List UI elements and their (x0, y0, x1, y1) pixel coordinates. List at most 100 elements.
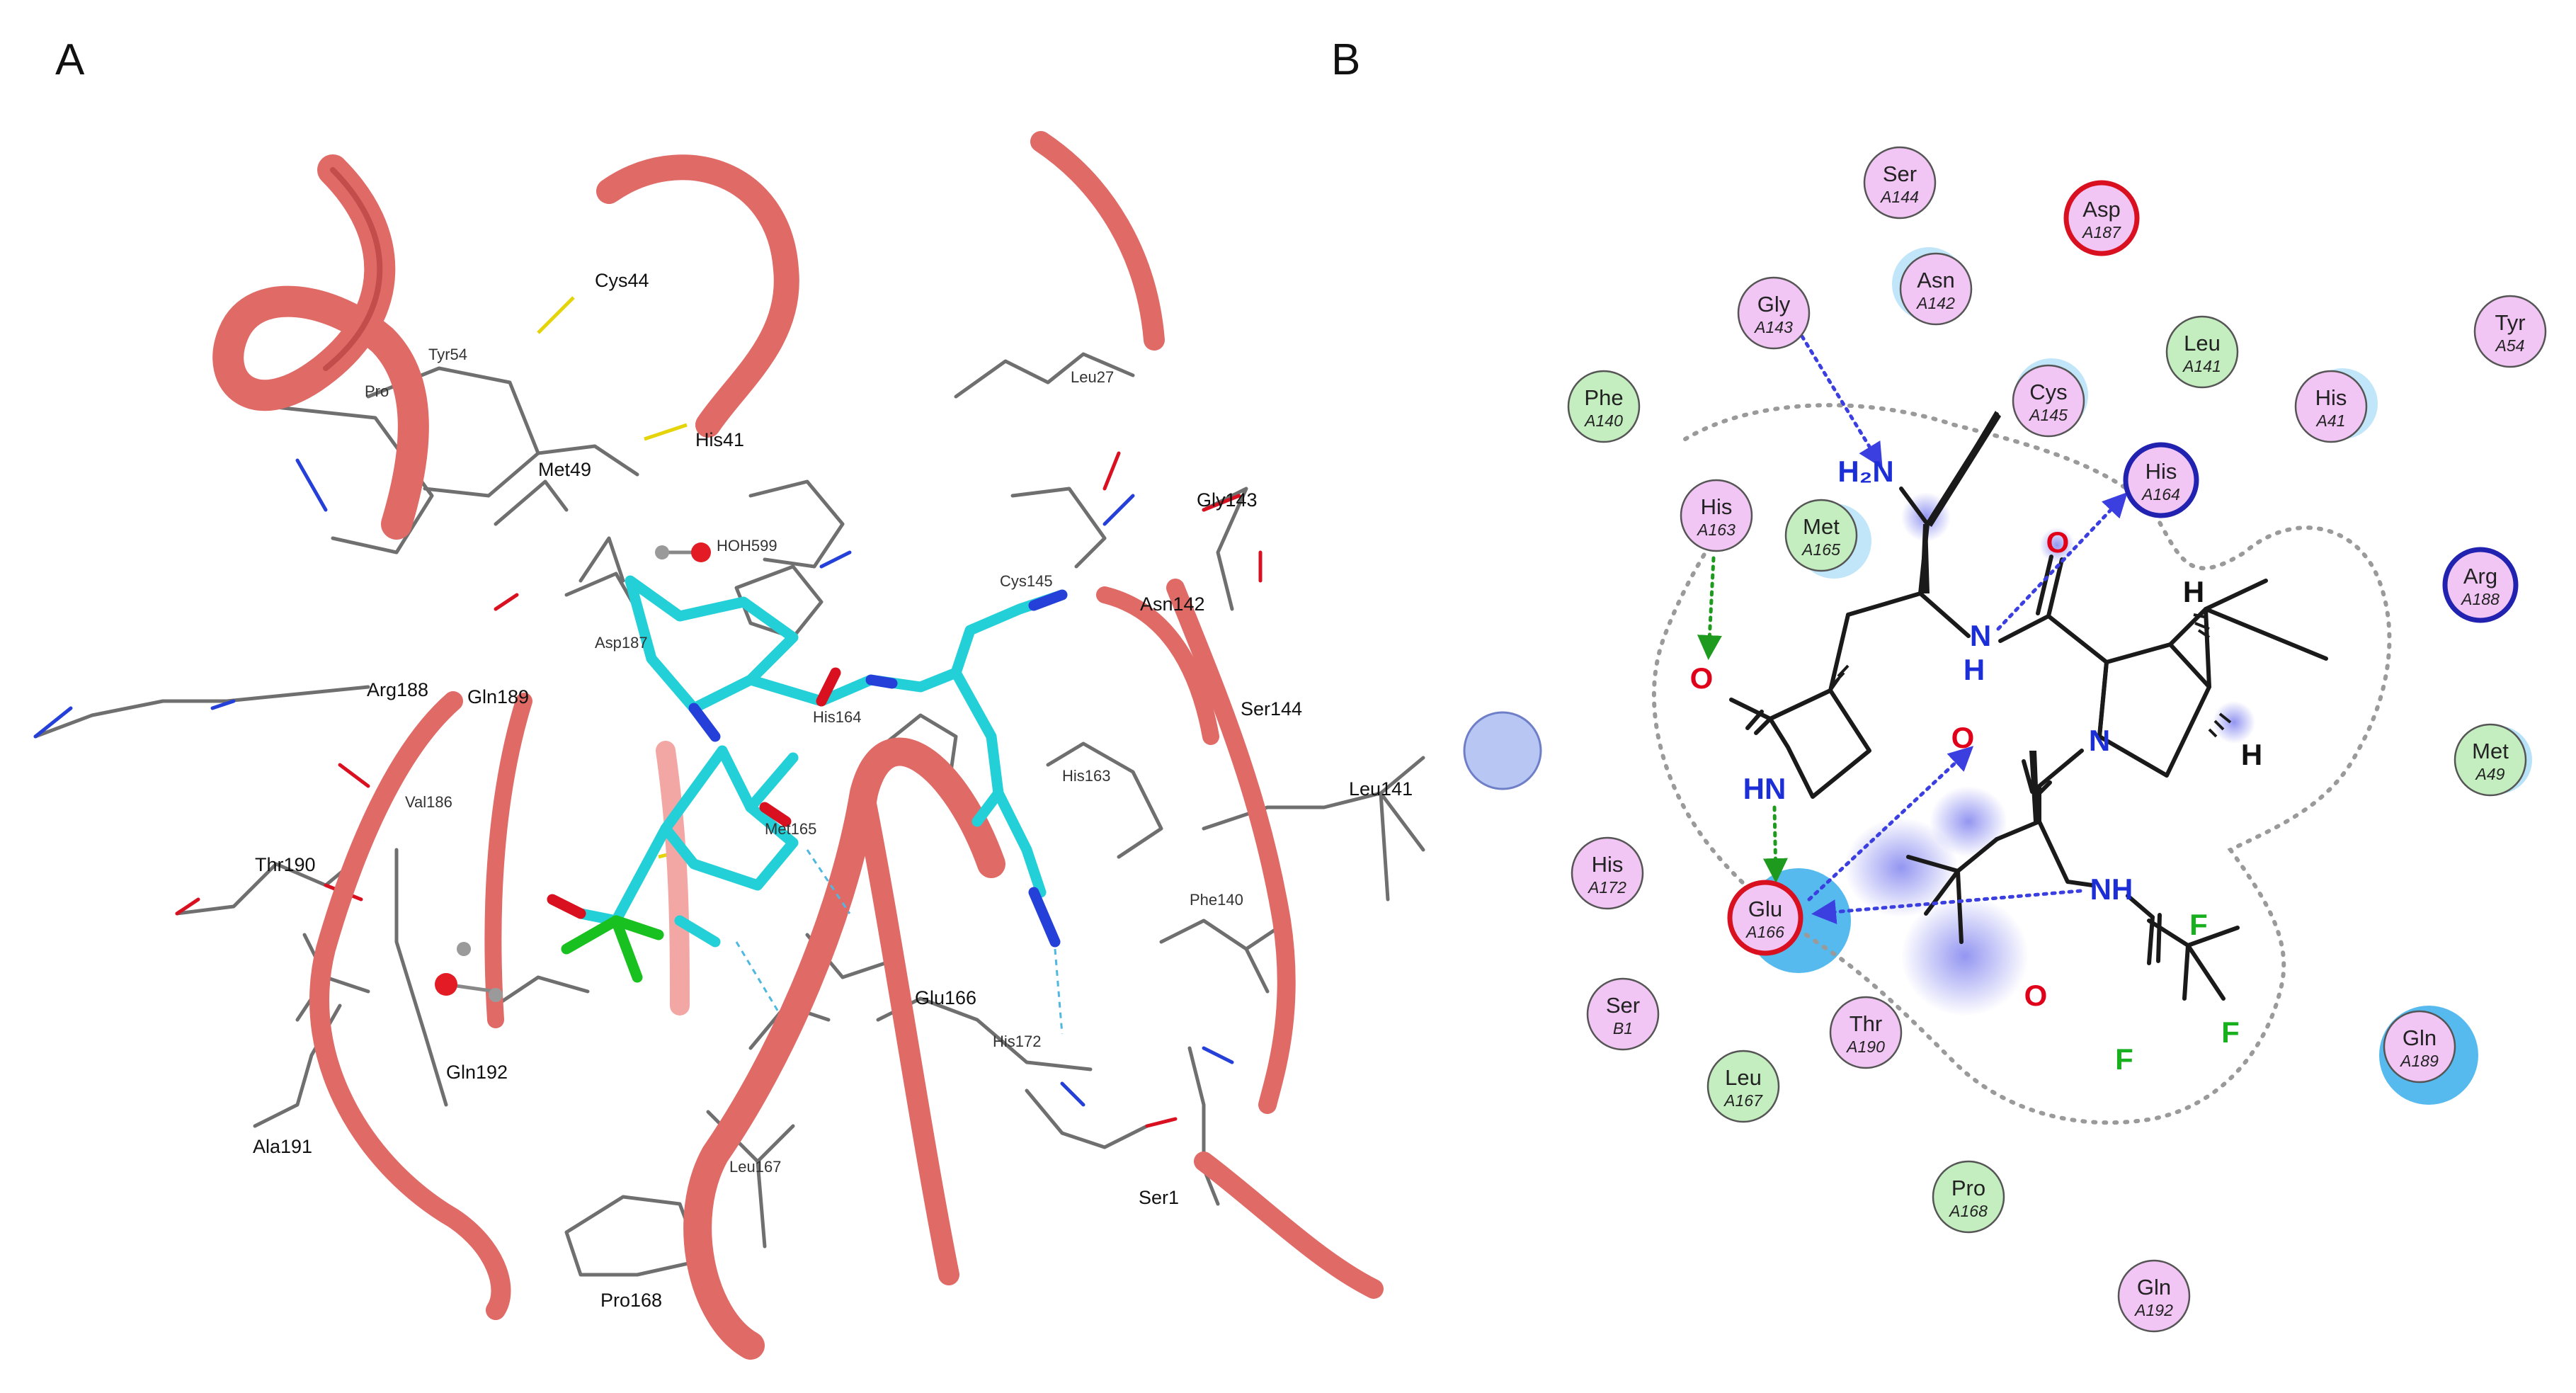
protein-ribbons (212, 131, 1384, 1360)
residue-number: A167 (1723, 1091, 1763, 1110)
residue-labels-3d: Cys44 Pro Tyr54 Met49 His41 Leu27 HOH599… (253, 270, 1413, 1311)
atom-o-amide1: O (2046, 525, 2070, 559)
solvent-sphere (1463, 711, 1542, 790)
label-ala191: Ala191 (253, 1136, 312, 1157)
interaction-arrows (1697, 334, 2128, 925)
ligand-sticks (575, 575, 1068, 948)
residue-name: Gln (2137, 1275, 2171, 1300)
residue-disc (1567, 370, 1641, 443)
residue-number: A190 (1845, 1037, 1885, 1056)
label-cys44: Cys44 (595, 270, 649, 291)
residue-number: A142 (1915, 294, 1955, 312)
residue-number: A49 (2475, 765, 2505, 783)
residue-number: B1 (1613, 1019, 1633, 1037)
strand-left-2 (484, 693, 532, 1028)
atom-n-amide: N (1970, 619, 1991, 652)
loop-upper-middle (596, 154, 799, 438)
label-his164: His164 (813, 708, 861, 726)
label-cys145: Cys145 (1000, 572, 1053, 590)
label-his163: His163 (1062, 767, 1110, 785)
residue-disc (2294, 370, 2368, 443)
helix-upper-left (212, 154, 429, 540)
residue-disc (1863, 146, 1937, 220)
residue-number: A165 (1801, 540, 1840, 559)
residue-name: His (2315, 385, 2347, 410)
residue-name: Tyr (2495, 310, 2525, 335)
label-leu27: Leu27 (1071, 368, 1114, 386)
residue-disc (2442, 547, 2519, 623)
residue-name: Gly (1757, 292, 1791, 317)
residue-number: A168 (1948, 1202, 1988, 1220)
residue-name: Gln (2403, 1025, 2437, 1050)
label-his41: His41 (695, 429, 744, 450)
residue-disc (2473, 295, 2547, 368)
residue-number: A188 (2460, 590, 2500, 608)
label-gln189: Gln189 (467, 686, 529, 707)
loop-upper-right (1030, 131, 1165, 351)
atom-o-lactam: O (1690, 661, 1714, 695)
atom-hn-lactam: HN (1743, 772, 1786, 805)
atom-f1: F (2189, 908, 2208, 941)
residue-disc (1586, 977, 1660, 1051)
residue-name: Ser (1883, 161, 1917, 186)
residue-name: Asp (2082, 197, 2120, 222)
residue-disc (2454, 723, 2527, 797)
hbond-dashes-3d (735, 849, 1064, 1035)
atom-h-top: H (2183, 575, 2204, 608)
residue-number: A192 (2133, 1301, 2173, 1319)
strand-left-1 (309, 691, 511, 1320)
label-his172: His172 (993, 1033, 1041, 1050)
residue-name: Leu (2184, 331, 2221, 356)
label-met49: Met49 (538, 459, 591, 480)
ligand-heteroatoms (547, 589, 1068, 983)
residue-name: Glu (1748, 897, 1782, 921)
residue-disc (2012, 364, 2085, 438)
residue-disc (1680, 479, 1753, 552)
water-molecules (435, 542, 711, 1002)
residue-name: Phe (1584, 385, 1623, 410)
label-thr190: Thr190 (255, 854, 316, 875)
residue-disc (1737, 276, 1811, 350)
residue-disc (1829, 996, 1903, 1069)
helix-upper-left-edge (323, 167, 383, 371)
residue-disc (1784, 499, 1858, 572)
residue-name: Met (1803, 514, 1840, 539)
residue-number: A41 (2315, 411, 2346, 430)
panel-b-interaction-map: H₂N N H O H H O HN N O NH O F F F SerA14… (1463, 146, 2547, 1333)
residue-disc (1932, 1160, 2005, 1234)
strand-lower-right (1194, 1152, 1384, 1299)
atom-h-amide: H (1964, 653, 1985, 686)
atom-o-amide2: O (1951, 721, 1975, 754)
label-glu166: Glu166 (915, 987, 976, 1008)
atom-o-tfa: O (2024, 979, 2048, 1012)
label-met165: Met165 (765, 820, 816, 838)
heteroatom-accents (33, 451, 1263, 1128)
residue-name: Arg (2463, 564, 2497, 589)
strand-faded (656, 741, 690, 1016)
residue-number: A187 (2081, 223, 2121, 241)
residue-disc (2165, 315, 2239, 389)
label-pro168: Pro168 (600, 1290, 662, 1311)
residue-disc (2123, 442, 2199, 518)
panel-letter-a: A (55, 35, 85, 84)
panel-a-structure: Cys44 Pro Tyr54 Met49 His41 Leu27 HOH599… (33, 131, 1425, 1360)
residue-number: A145 (2028, 406, 2068, 424)
exposure-halos (1746, 247, 2532, 1105)
